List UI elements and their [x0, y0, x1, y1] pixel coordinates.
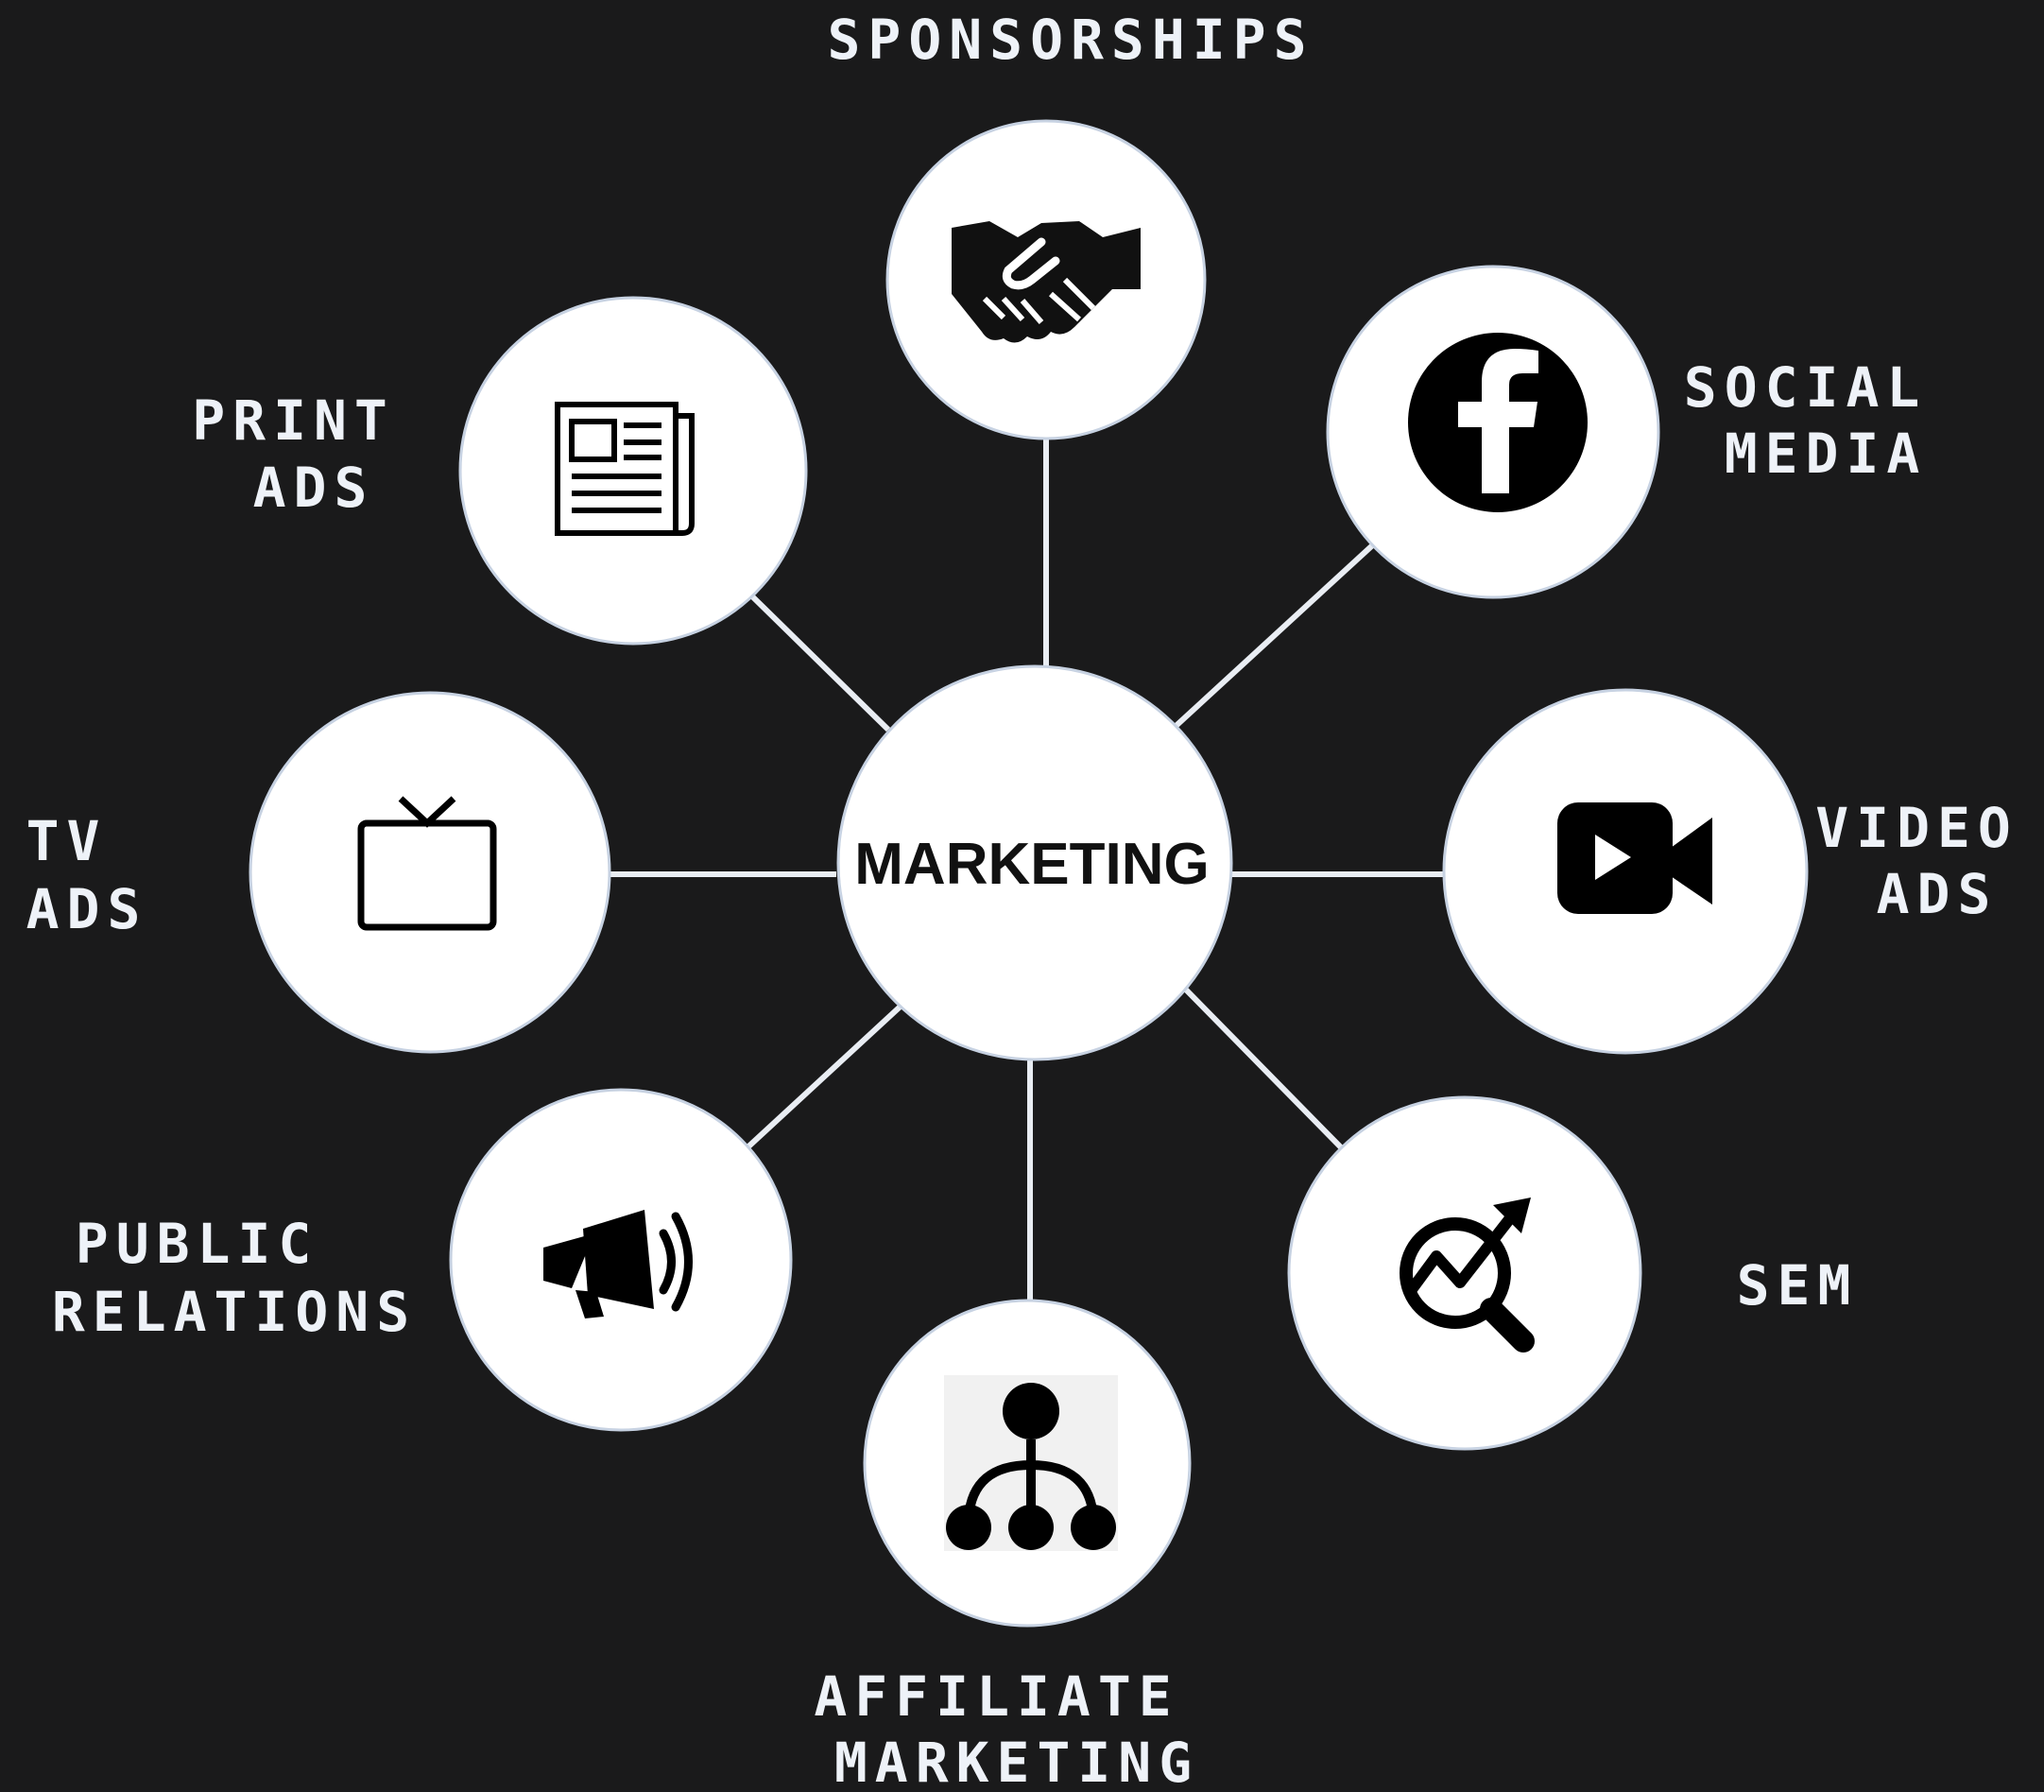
- channel-tv-ads: TV ADS: [26, 691, 611, 1054]
- channel-social-media: SOCIAL MEDIA: [1326, 265, 1967, 599]
- video-camera-icon: [1557, 802, 1712, 914]
- label-public-relations: PUBLIC RELATIONS: [52, 1212, 417, 1344]
- label-social-media: SOCIAL MEDIA: [1684, 355, 1967, 486]
- spoke-public-relations: [744, 999, 908, 1151]
- newspaper-icon: [555, 402, 695, 536]
- network-hierarchy-icon: [944, 1375, 1118, 1551]
- facebook-icon: [1408, 333, 1588, 512]
- spokes: [610, 430, 1448, 1304]
- label-sem: SEM: [1737, 1253, 1859, 1318]
- marketing-hub-node: [836, 664, 1233, 1061]
- center-label: MARKETING: [854, 832, 1209, 897]
- label-tv-ads: TV ADS: [26, 809, 148, 941]
- label-affiliate-marketing: AFFILIATE MARKETING: [814, 1664, 1219, 1792]
- megaphone-icon: [543, 1210, 693, 1318]
- channel-sem: SEM: [1287, 1095, 1859, 1451]
- spoke-print-ads: [748, 593, 891, 732]
- channel-affiliate-marketing: AFFILIATE MARKETING: [814, 1299, 1219, 1792]
- search-growth-icon: [1400, 1198, 1535, 1353]
- television-icon: [357, 796, 497, 931]
- label-sponsorships: SPONSORSHIPS: [827, 8, 1314, 72]
- tv-ads-node: [249, 691, 611, 1054]
- channel-video-ads: VIDEO ADS: [1442, 688, 2044, 1055]
- channel-sponsorships: SPONSORSHIPS: [827, 8, 1314, 440]
- label-print-ads: PRINT ADS: [192, 388, 436, 520]
- handshake-icon: [952, 221, 1141, 343]
- spoke-social-media: [1169, 536, 1383, 732]
- center-hub: MARKETING: [836, 664, 1233, 1061]
- channel-public-relations: PUBLIC RELATIONS: [52, 1088, 793, 1432]
- channel-print-ads: PRINT ADS: [192, 296, 808, 646]
- spoke-sem: [1177, 980, 1345, 1151]
- label-video-ads: VIDEO ADS: [1815, 796, 2044, 926]
